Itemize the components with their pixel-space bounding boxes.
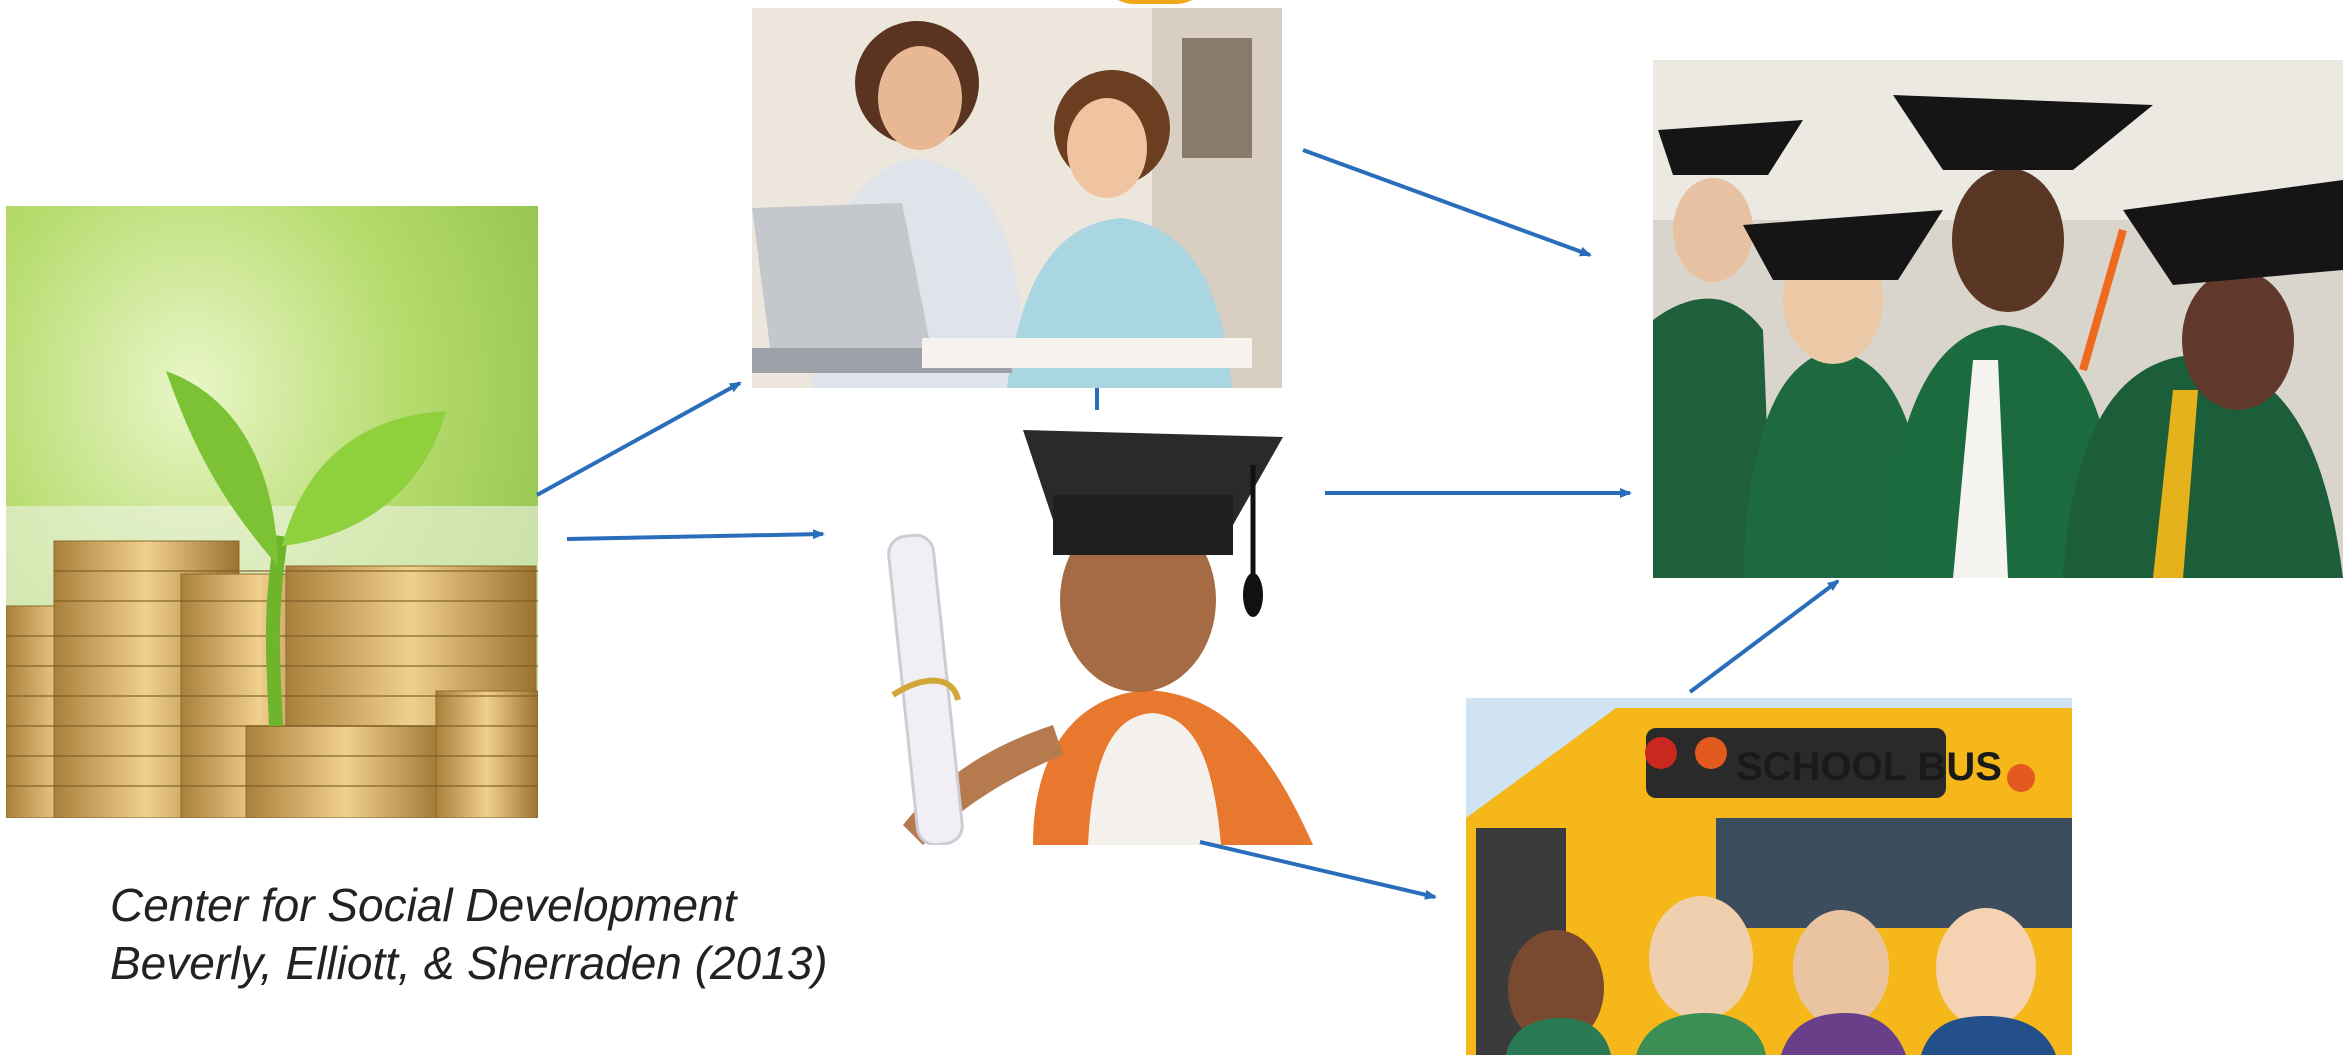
parent-child-laptop-icon: [752, 8, 1282, 388]
young-graduate-image: [883, 425, 1313, 845]
citation-authors: Beverly, Elliott, & Sherraden (2013): [110, 937, 828, 989]
arrow-savings-to-parent-child: [536, 381, 742, 497]
arrow-parent-child-to-college: [1302, 148, 1592, 257]
citation-organization: Center for Social Development: [110, 879, 737, 931]
citation-block: Center for Social Development Beverly, E…: [110, 876, 828, 992]
parent-child-image: [752, 8, 1282, 388]
college-graduates-image: [1653, 60, 2343, 578]
arrow-school-bus-to-college: [1688, 579, 1840, 694]
top-accent-shape: [1100, 0, 1210, 4]
school-bus-image: SCHOOL BUS: [1466, 698, 2072, 1055]
school-bus-children-icon: SCHOOL BUS: [1466, 698, 2072, 1055]
arrow-young-graduate-to-school-bus: [1199, 840, 1437, 900]
bus-sign-text: SCHOOL BUS: [1736, 745, 2002, 789]
college-graduates-icon: [1653, 60, 2343, 578]
savings-coins-image: [6, 206, 538, 818]
arrow-savings-to-young-graduate: [566, 529, 825, 541]
coins-sprout-icon: [6, 206, 538, 818]
child-graduate-diploma-icon: [883, 425, 1313, 845]
